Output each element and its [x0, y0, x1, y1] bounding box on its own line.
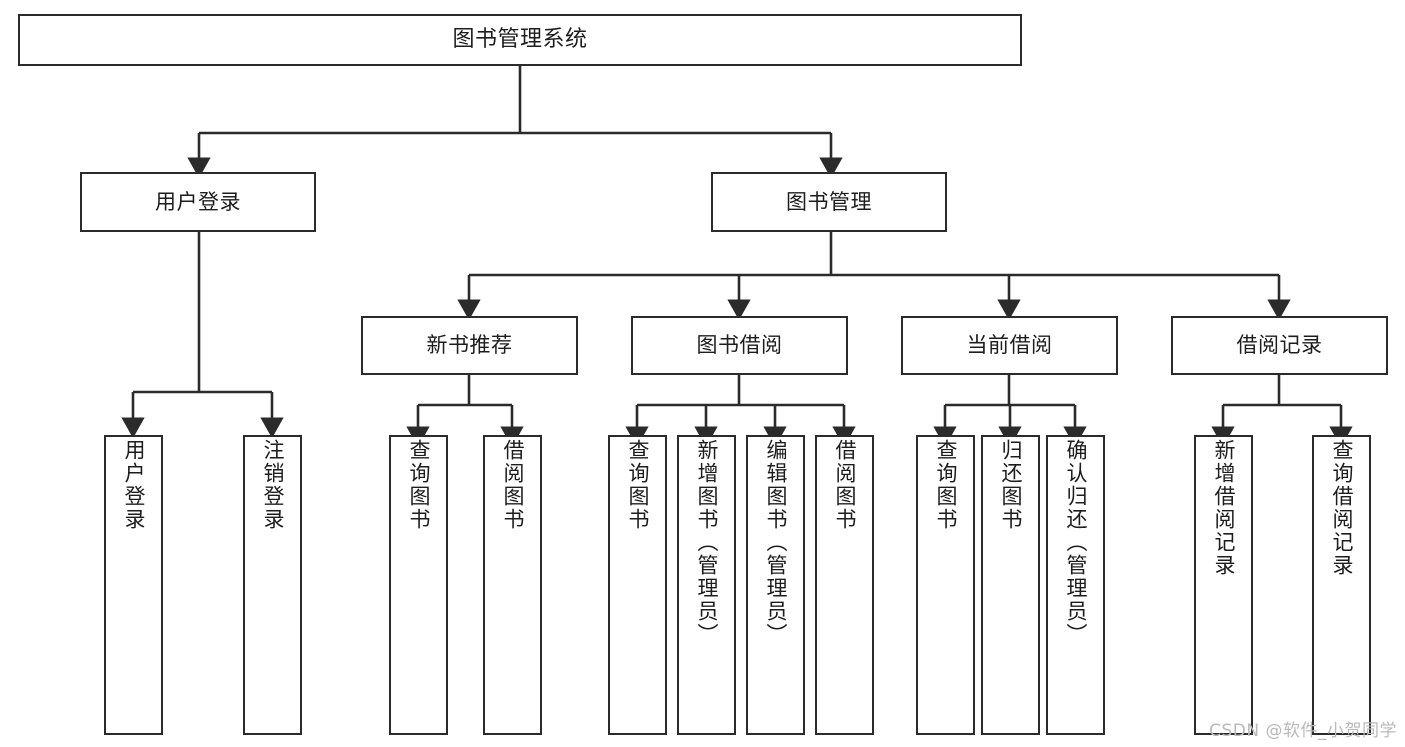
node-root-book-management-system[interactable]: 图书管理系统 [18, 14, 1022, 66]
node-user-login[interactable]: 用户登录 [80, 172, 316, 232]
node-new-book-recommend[interactable]: 新书推荐 [361, 316, 578, 375]
node-label: 图书借阅 [696, 333, 783, 358]
node-label: 用户登录 [155, 189, 241, 214]
leaf-confirm-return-admin[interactable]: 确认归还（管理员） [1046, 435, 1105, 735]
node-label: 用户登录 [122, 439, 146, 531]
leaf-borrow-book-recommend[interactable]: 借阅图书 [483, 435, 542, 735]
node-label: 图书管理 [786, 189, 872, 214]
node-book-borrow[interactable]: 图书借阅 [631, 316, 848, 375]
node-label: 借阅图书 [833, 439, 857, 531]
node-current-borrow[interactable]: 当前借阅 [901, 316, 1118, 375]
leaf-edit-book-admin[interactable]: 编辑图书（管理员） [746, 435, 805, 735]
leaf-add-book-admin[interactable]: 新增图书（管理员） [677, 435, 736, 735]
leaf-return-book[interactable]: 归还图书 [981, 435, 1040, 735]
node-book-management[interactable]: 图书管理 [711, 172, 947, 232]
leaf-query-book-current[interactable]: 查询图书 [916, 435, 975, 735]
leaf-user-login[interactable]: 用户登录 [104, 435, 163, 735]
node-label: 新书推荐 [426, 333, 513, 358]
node-label: 注销登录 [261, 439, 285, 531]
node-label: 新增借阅记录 [1212, 439, 1236, 577]
node-label: 查询借阅记录 [1330, 439, 1354, 577]
leaf-query-book-recommend[interactable]: 查询图书 [389, 435, 448, 735]
leaf-query-borrow-record[interactable]: 查询借阅记录 [1312, 435, 1371, 735]
node-label: 图书管理系统 [452, 27, 588, 53]
node-label: 归还图书 [999, 439, 1023, 531]
node-label: 借阅记录 [1236, 333, 1323, 358]
node-label: 新增图书（管理员） [695, 439, 719, 646]
node-label: 查询图书 [934, 439, 958, 531]
node-label: 当前借阅 [966, 333, 1053, 358]
csdn-watermark: CSDN @软件_小贺同学 [1209, 721, 1397, 741]
node-label: 查询图书 [626, 439, 650, 531]
node-borrow-record[interactable]: 借阅记录 [1171, 316, 1388, 375]
leaf-logout-login[interactable]: 注销登录 [243, 435, 302, 735]
node-label: 查询图书 [407, 439, 431, 531]
node-label: 借阅图书 [501, 439, 525, 531]
node-label: 确认归还（管理员） [1064, 439, 1088, 646]
node-label: 编辑图书（管理员） [764, 439, 788, 646]
leaf-query-book-borrow[interactable]: 查询图书 [608, 435, 667, 735]
leaf-borrow-book[interactable]: 借阅图书 [815, 435, 874, 735]
leaf-add-borrow-record[interactable]: 新增借阅记录 [1194, 435, 1253, 735]
